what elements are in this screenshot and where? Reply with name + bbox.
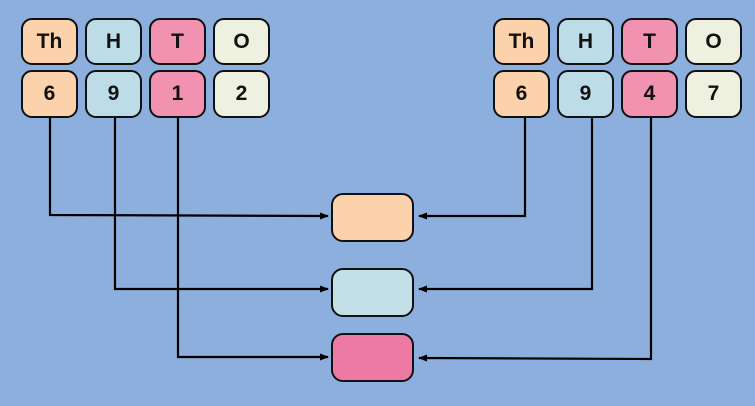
arrow-left-hundreds-to-box xyxy=(113,118,329,293)
right-header-ones: O xyxy=(685,18,742,65)
left-digit-thousands: 6 xyxy=(21,70,78,118)
left-digit-tens: 1 xyxy=(149,70,206,118)
right-header-thousands: Th xyxy=(493,18,550,65)
left-header-hundreds: H xyxy=(85,18,142,65)
left-header-tens: T xyxy=(149,18,206,65)
arrow-right-hundreds-to-box xyxy=(418,118,594,293)
left-digit-hundreds: 9 xyxy=(85,70,142,118)
right-digit-tens: 4 xyxy=(621,70,678,118)
left-digit-ones: 2 xyxy=(213,70,270,118)
arrow-left-tens-to-box xyxy=(176,118,329,361)
arrow-left-thousands-to-box xyxy=(48,118,329,220)
right-digit-ones: 7 xyxy=(685,70,742,118)
comparison-box-hundreds xyxy=(331,268,414,317)
right-digit-hundreds: 9 xyxy=(557,70,614,118)
right-digit-thousands: 6 xyxy=(493,70,550,118)
right-header-hundreds: H xyxy=(557,18,614,65)
left-header-thousands: Th xyxy=(21,18,78,65)
arrow-right-tens-to-box xyxy=(418,118,653,362)
left-header-ones: O xyxy=(213,18,270,65)
right-header-tens: T xyxy=(621,18,678,65)
comparison-box-tens xyxy=(331,333,414,382)
comparison-box-thousands xyxy=(331,193,414,242)
arrow-right-thousands-to-box xyxy=(418,118,527,220)
